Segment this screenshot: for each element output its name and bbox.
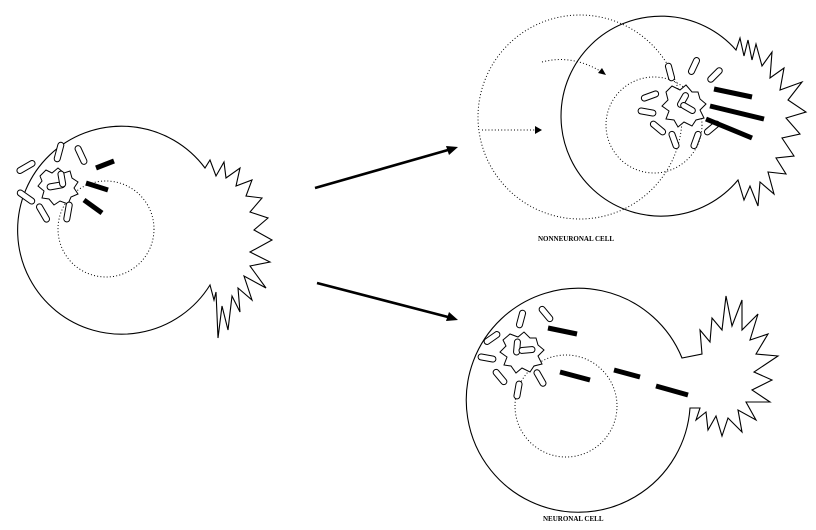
arrow-to-nonneuronal: [315, 150, 448, 188]
nonneuronal-microtubules: [638, 57, 724, 150]
arrow-to-neuronal: [317, 283, 448, 317]
neuronal-microtubules: [478, 305, 554, 399]
neuronal-cell: [466, 288, 778, 512]
neuronal-golgi-stacks: [548, 328, 688, 395]
nonneuronal-golgi-stacks: [706, 89, 764, 138]
initial-cell: [16, 126, 272, 338]
migration-arrow-head-side: [535, 126, 542, 134]
migration-arrow-head-top: [598, 68, 606, 75]
arrow-head-nonneuronal: [446, 146, 458, 155]
nonneuronal-cell-label: NONNEURONAL CELL: [538, 235, 614, 243]
transition-arrows: [315, 146, 458, 321]
neuronal-cell-label: NEURONAL CELL: [543, 515, 604, 523]
initial-golgi-stacks: [84, 161, 114, 213]
arrow-head-neuronal: [446, 312, 458, 321]
neuronal-cell-membrane: [466, 288, 778, 512]
nonneuronal-cell: [478, 15, 806, 219]
previous-cell-position: [478, 15, 682, 219]
